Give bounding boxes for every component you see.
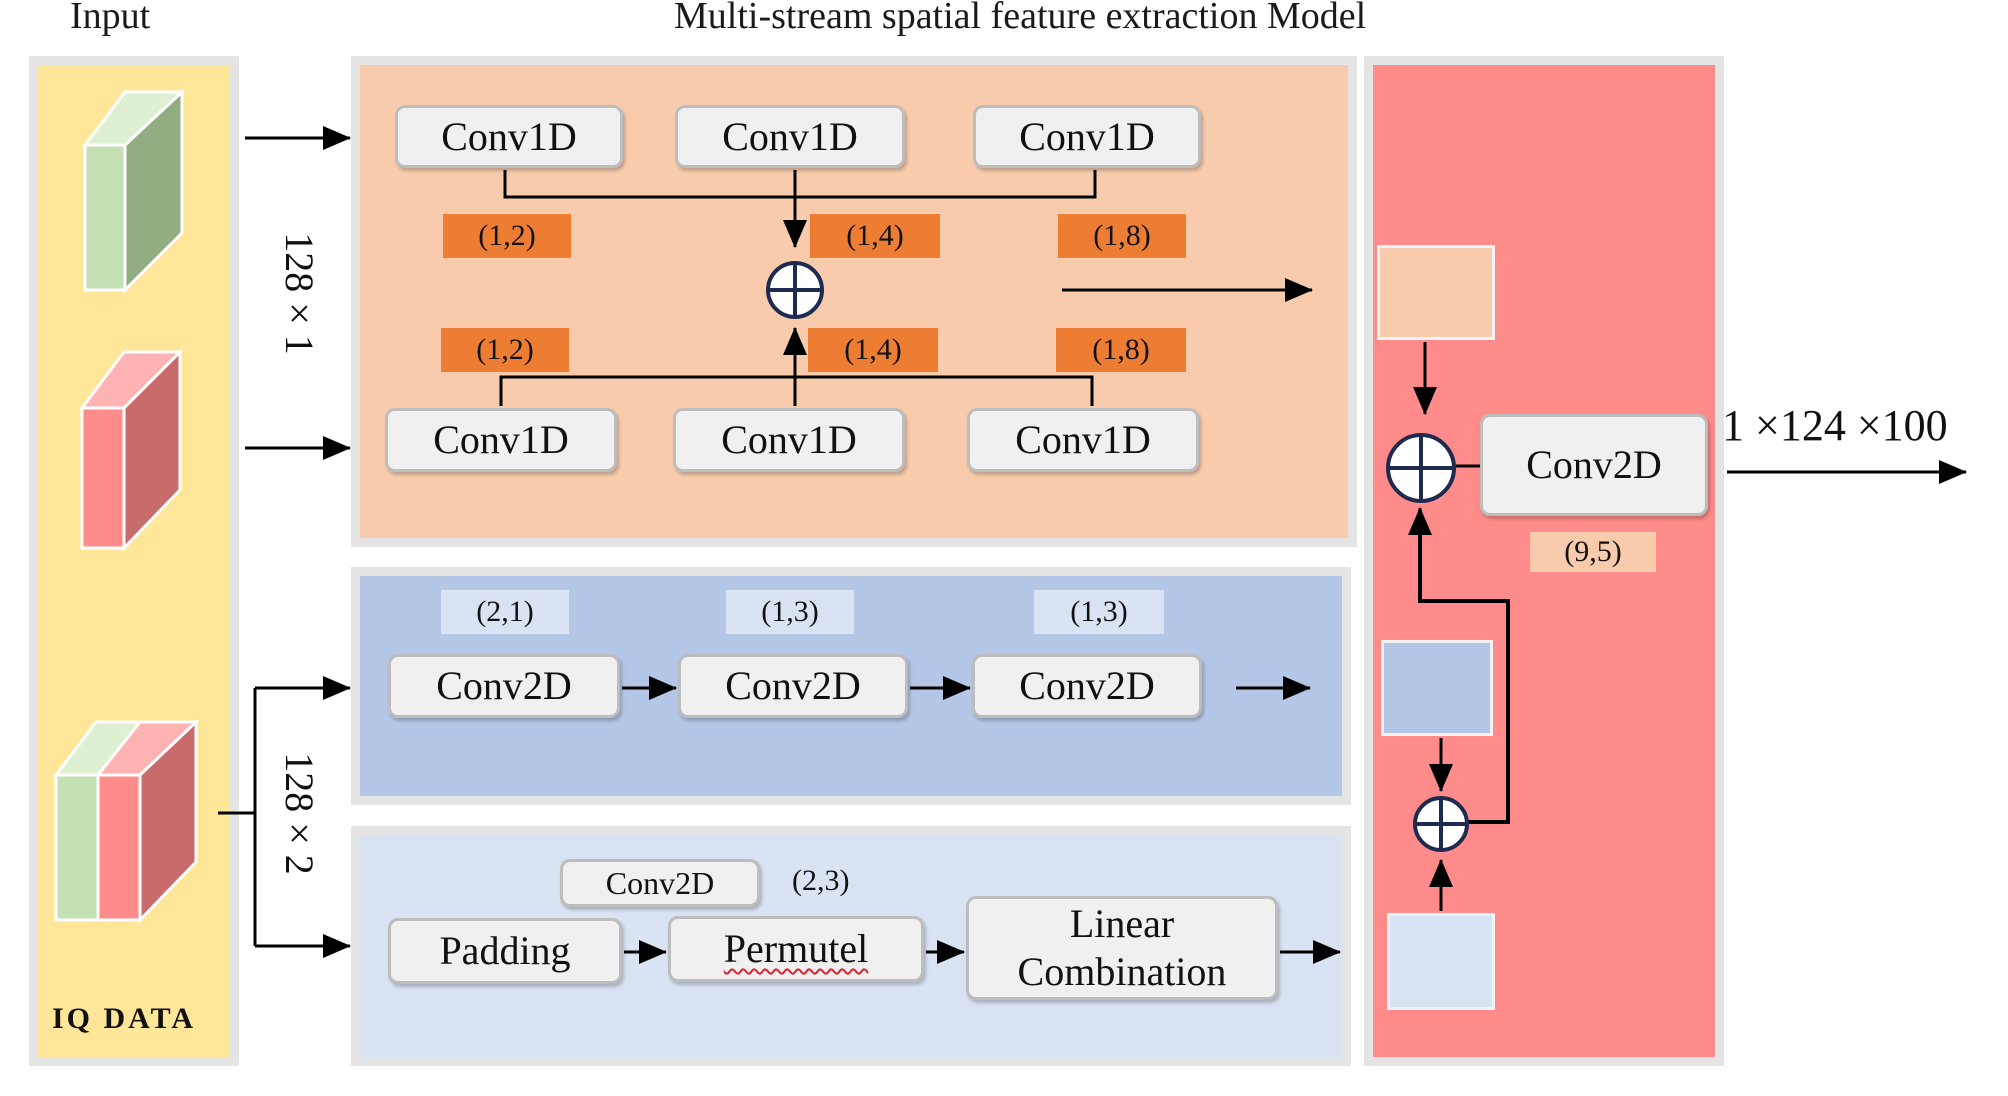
- linear-label-line1: Linear: [1069, 901, 1175, 946]
- stream1-bottom-kernel-2: (1,4): [808, 328, 938, 372]
- stream3-kernel: (2,3): [792, 864, 850, 897]
- linear-combination-box: Linear Combination: [966, 896, 1278, 1000]
- stream2-kernel-3: (1,3): [1034, 590, 1164, 634]
- stream2-kernel-1: (2,1): [441, 590, 569, 634]
- stream1-top-kernel-1: (1,2): [443, 214, 571, 258]
- fusion-stream3-square: [1387, 913, 1495, 1010]
- stream1-bottom-conv1d-1: Conv1D: [385, 408, 617, 472]
- stream2-kernel-2: (1,3): [726, 590, 854, 634]
- stream1-top-conv1d-2: Conv1D: [675, 105, 905, 168]
- stream1-bottom-conv1d-2: Conv1D: [673, 408, 905, 472]
- adder-fusion-lower-icon: [1413, 796, 1469, 852]
- fusion-kernel: (9,5): [1530, 532, 1656, 572]
- fusion-conv2d: Conv2D: [1480, 414, 1708, 516]
- permute-label: Permutel: [723, 926, 869, 971]
- stream1-top-conv1d-1: Conv1D: [395, 105, 623, 168]
- output-shape-label: 1 ×124 ×100: [1722, 401, 1948, 450]
- linear-label-line2: Combination: [1017, 949, 1227, 994]
- adder-fusion-main-icon: [1386, 433, 1456, 503]
- stream1-top-conv1d-3: Conv1D: [973, 105, 1201, 168]
- stream1-bottom-conv1d-3: Conv1D: [967, 408, 1199, 472]
- model-title: Multi-stream spatial feature extraction …: [674, 0, 1367, 37]
- stream2-conv2d-1: Conv2D: [388, 654, 620, 718]
- fusion-stream2-square: [1381, 640, 1493, 736]
- adder-stream1-icon: [766, 261, 824, 319]
- stream1-bottom-kernel-3: (1,8): [1056, 328, 1186, 372]
- cube-green-icon: [81, 88, 186, 294]
- fusion-stream1-square: [1377, 245, 1495, 340]
- stream1-bottom-kernel-1: (1,2): [441, 328, 569, 372]
- cube-red-icon: [79, 348, 183, 552]
- padding-box: Padding: [388, 918, 622, 984]
- stream3-conv2d-label: Conv2D: [560, 859, 760, 907]
- cube-combined-icon: [52, 718, 200, 924]
- iq-data-label: IQ DATA: [52, 1002, 197, 1035]
- stream2-conv2d-3: Conv2D: [972, 654, 1202, 718]
- permute-box: Permutel: [668, 916, 924, 982]
- stream2-conv2d-2: Conv2D: [678, 654, 908, 718]
- stream1-top-kernel-3: (1,8): [1058, 214, 1186, 258]
- stream1-top-kernel-2: (1,4): [810, 214, 940, 258]
- input-title: Input: [70, 0, 151, 37]
